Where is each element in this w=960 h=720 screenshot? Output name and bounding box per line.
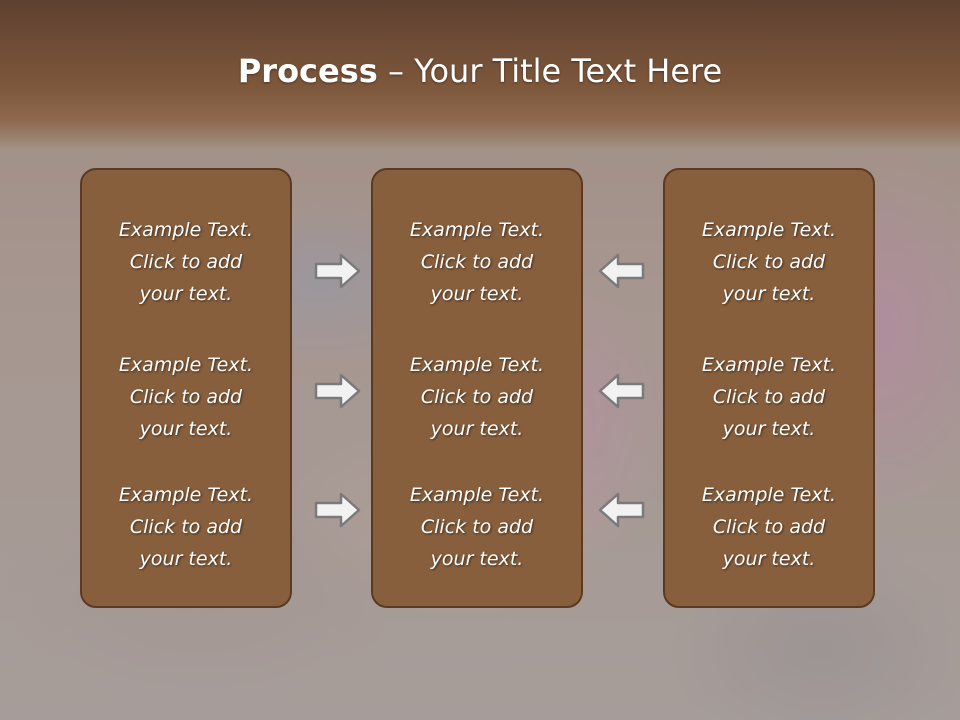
title-bold: Process: [237, 52, 378, 90]
text-line: Click to add: [129, 251, 243, 273]
text-line: Example Text.: [701, 354, 837, 376]
text-line: Example Text.: [701, 219, 837, 241]
text-line: Click to add: [420, 516, 534, 538]
text-line: your text.: [139, 548, 233, 570]
text-line: Example Text.: [118, 484, 254, 506]
panel-right[interactable]: Example Text. Click to add your text. Ex…: [663, 168, 875, 608]
text-line: Example Text.: [409, 219, 545, 241]
slide-title[interactable]: Process – Your Title Text Here: [0, 52, 960, 90]
text-line: Click to add: [712, 516, 826, 538]
arrow-right-icon: [314, 492, 361, 528]
text-line: Click to add: [129, 386, 243, 408]
text-line: Example Text.: [118, 354, 254, 376]
text-block[interactable]: Example Text. Click to add your text.: [82, 479, 290, 575]
title-bar: [0, 0, 960, 150]
text-line: Click to add: [420, 386, 534, 408]
text-block[interactable]: Example Text. Click to add your text.: [82, 214, 290, 310]
text-line: Example Text.: [409, 354, 545, 376]
text-line: your text.: [722, 418, 816, 440]
title-rest: – Your Title Text Here: [377, 52, 723, 90]
text-line: your text.: [139, 283, 233, 305]
text-line: Click to add: [129, 516, 243, 538]
text-line: Click to add: [712, 386, 826, 408]
text-block[interactable]: Example Text. Click to add your text.: [82, 349, 290, 445]
text-block[interactable]: Example Text. Click to add your text.: [373, 479, 581, 575]
panel-left[interactable]: Example Text. Click to add your text. Ex…: [80, 168, 292, 608]
text-block[interactable]: Example Text. Click to add your text.: [373, 214, 581, 310]
arrow-left-icon: [598, 253, 645, 289]
text-line: your text.: [430, 418, 524, 440]
text-block[interactable]: Example Text. Click to add your text.: [665, 214, 873, 310]
arrow-left-icon: [598, 492, 645, 528]
arrow-right-icon: [314, 253, 361, 289]
text-line: Example Text.: [409, 484, 545, 506]
arrow-right-icon: [314, 373, 361, 409]
text-line: Click to add: [712, 251, 826, 273]
text-block[interactable]: Example Text. Click to add your text.: [665, 349, 873, 445]
text-block[interactable]: Example Text. Click to add your text.: [665, 479, 873, 575]
text-line: your text.: [430, 548, 524, 570]
panel-center[interactable]: Example Text. Click to add your text. Ex…: [371, 168, 583, 608]
text-line: your text.: [722, 548, 816, 570]
text-line: your text.: [722, 283, 816, 305]
text-block[interactable]: Example Text. Click to add your text.: [373, 349, 581, 445]
text-line: Example Text.: [118, 219, 254, 241]
arrow-left-icon: [598, 373, 645, 409]
text-line: your text.: [139, 418, 233, 440]
text-line: Click to add: [420, 251, 534, 273]
text-line: your text.: [430, 283, 524, 305]
text-line: Example Text.: [701, 484, 837, 506]
